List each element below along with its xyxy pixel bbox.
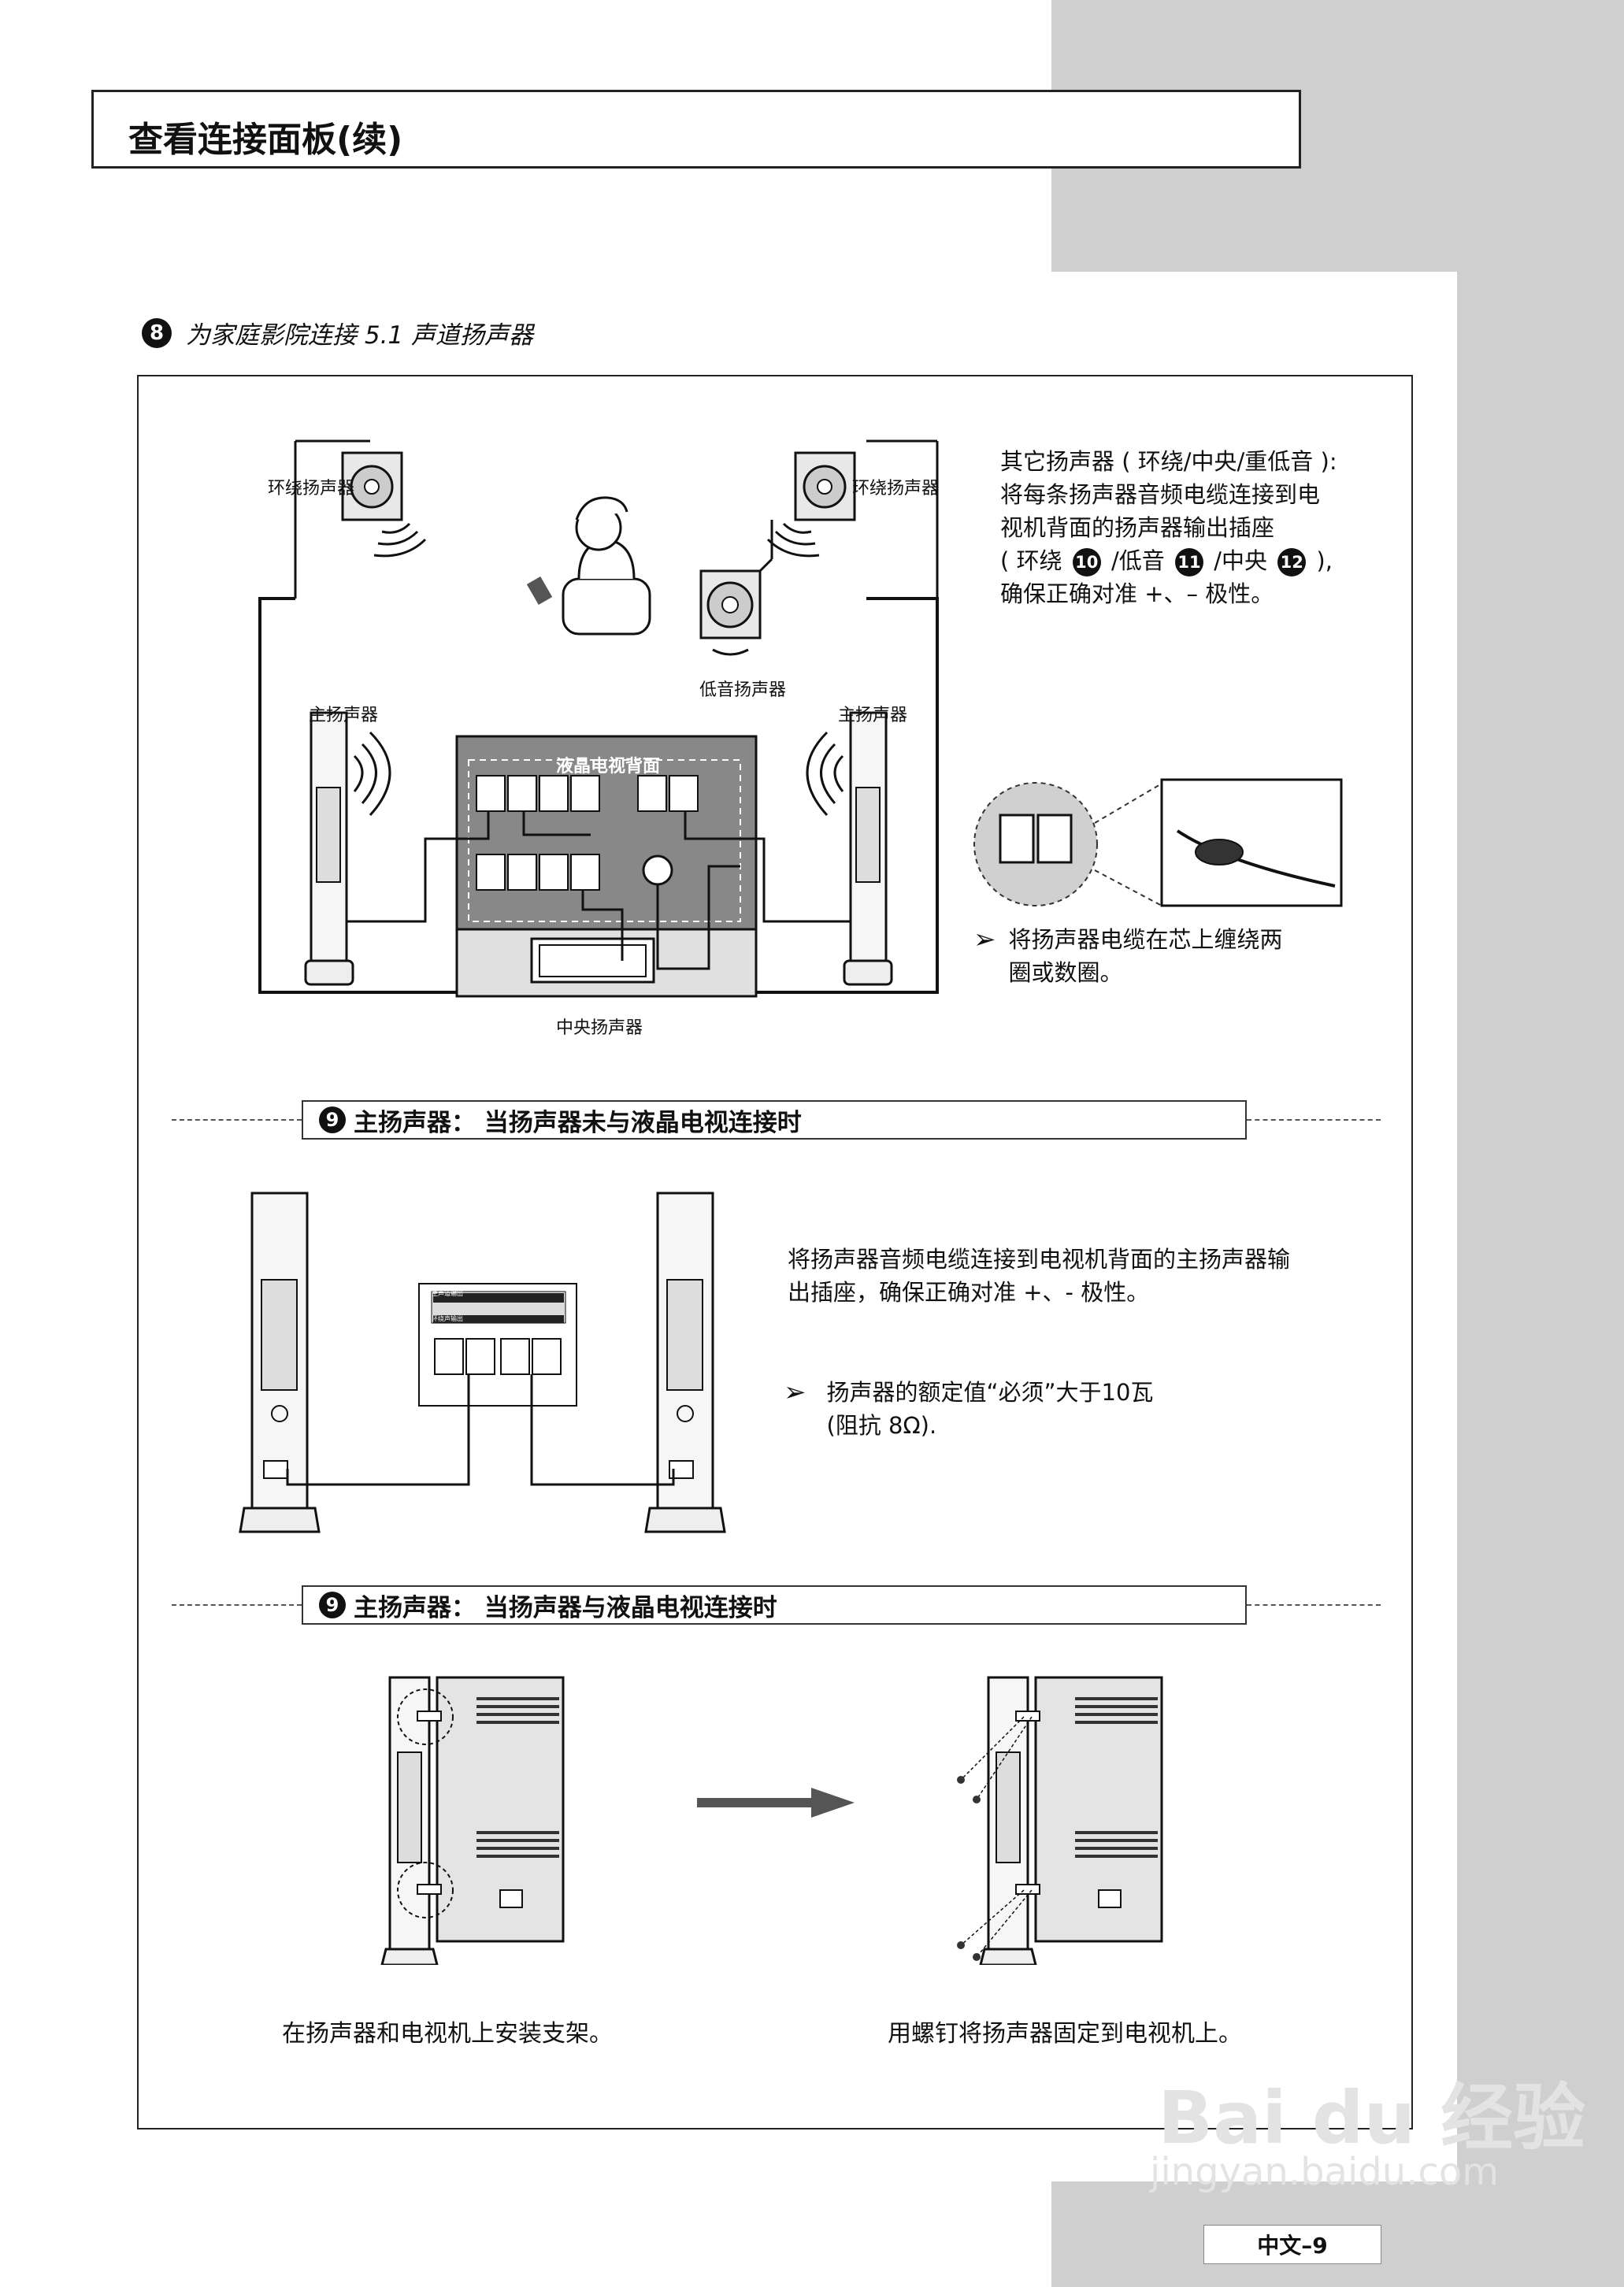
label-subwoofer: 低音扬声器 [699,680,787,700]
label-tv-back: 液晶电视背面 [556,757,661,777]
main-speaker-right-icon [806,711,893,986]
surround-speaker-left-icon [341,451,427,558]
label-main-right: 主扬声器 [838,706,908,725]
section-8-title: 为家庭影院连接 5.1 声道扬声器 [186,321,534,350]
panel-label-surround-out: 环绕声输出 [432,1315,463,1322]
section-9a-note-line-1: 将扬声器音频电缆连接到电视机背面的主扬声器输 [788,1246,1291,1273]
note-line-4: ( 环绕 10 /低音 11 /中央 12 ), [1000,544,1337,577]
label-main-left: 主扬声器 [309,706,379,725]
section-9a-tip-line-1: 扬声器的额定值“必须”大于10瓦 [826,1379,1154,1406]
baidu-watermark-logo: Bai du 经验 [1158,2076,1586,2160]
caption-fix-screws: 用螺钉将扬声器固定到电视机上。 [888,2020,1242,2048]
speaker-output-panel-icon [418,1283,577,1407]
subwoofer-icon [699,520,773,656]
main-speaker-right-icon [644,1192,726,1533]
main-speaker-left-icon [239,1192,321,1533]
divider-right [1247,1119,1381,1121]
divider-right-2 [1247,1604,1381,1606]
main-speaker-left-icon [304,711,391,986]
surround-speaker-right-icon [766,451,856,558]
section-9a-number: 9 [319,1106,346,1133]
section-9b-bar: 9 主扬声器： 当扬声器与液晶电视连接时 [302,1585,1247,1625]
ferrite-core-detail [973,778,1343,907]
content-frame [137,375,1413,2129]
section-9a-bar: 9 主扬声器： 当扬声器未与液晶电视连接时 [302,1100,1247,1140]
tv-back-panel-icon [455,735,758,998]
badge-12: 12 [1277,548,1307,576]
screw-fix-diagram [957,1676,1163,1965]
note-line-1: 其它扬声器 ( 环绕/中央/重低音 ): [1000,448,1337,475]
section-8-number: 8 [142,317,172,348]
label-surround-left: 环绕扬声器 [268,479,355,499]
badge-11: 11 [1174,548,1203,576]
note-line-5: 确保正确对准 +、– 极性。 [1000,580,1274,607]
section-9a-tip-line-2: (阻抗 8Ω). [826,1412,937,1439]
badge-10: 10 [1072,548,1101,576]
tip-line-2: 圈或数圈。 [1008,959,1123,986]
tip-line-1: 将扬声器电缆在芯上缠绕两 [1008,926,1283,953]
section-9a-tip: ➢ 扬声器的额定值“必须”大于10瓦 (阻抗 8Ω). [784,1376,1153,1442]
note-line-3: 视机背面的扬声器输出插座 [1000,514,1275,541]
page-number: 中文–9 [1203,2225,1381,2264]
label-surround-right: 环绕扬声器 [852,479,940,499]
title-box: 查看连接面板(续) [91,90,1301,169]
home-theater-diagram [258,439,939,998]
arrow-pointer-icon: ➢ [973,924,996,955]
caption-install-bracket: 在扬声器和电视机上安装支架。 [282,2020,613,2048]
section-8-note: 其它扬声器 ( 环绕/中央/重低音 ): 将每条扬声器音频电缆连接到电 视机背面… [1000,445,1337,610]
label-center: 中央扬声器 [556,1018,643,1038]
section-8-heading: 8 为家庭影院连接 5.1 声道扬声器 [142,315,533,350]
section-9b-title: 主扬声器： 当扬声器与液晶电视连接时 [354,1593,777,1622]
baidu-watermark-url: jingyan.baidu.com [1150,2150,1499,2194]
section-9a-title: 主扬声器： 当扬声器未与液晶电视连接时 [354,1108,802,1137]
divider-left-2 [172,1604,302,1606]
divider-left [172,1119,302,1121]
bracket-install-diagram [380,1676,565,1965]
page-title: 查看连接面板(续) [128,120,403,160]
arrow-right-icon [697,1788,855,1818]
section-9a-note-line-2: 出插座，确保正确对准 +、- 极性。 [788,1279,1150,1306]
viewer-person-icon [526,496,651,636]
arrow-pointer-icon: ➢ [784,1377,806,1408]
section-9a-note: 将扬声器音频电缆连接到电视机背面的主扬声器输 出插座，确保正确对准 +、- 极性… [788,1243,1290,1309]
note-line-2: 将每条扬声器音频电缆连接到电 [1000,481,1321,508]
section-9b-number: 9 [319,1592,346,1618]
main-speaker-wiring-diagram [239,1192,726,1533]
section-8-tip: ➢ 将扬声器电缆在芯上缠绕两 圈或数圈。 [973,923,1283,989]
panel-label-main-out: 主声道输出 [432,1290,463,1297]
